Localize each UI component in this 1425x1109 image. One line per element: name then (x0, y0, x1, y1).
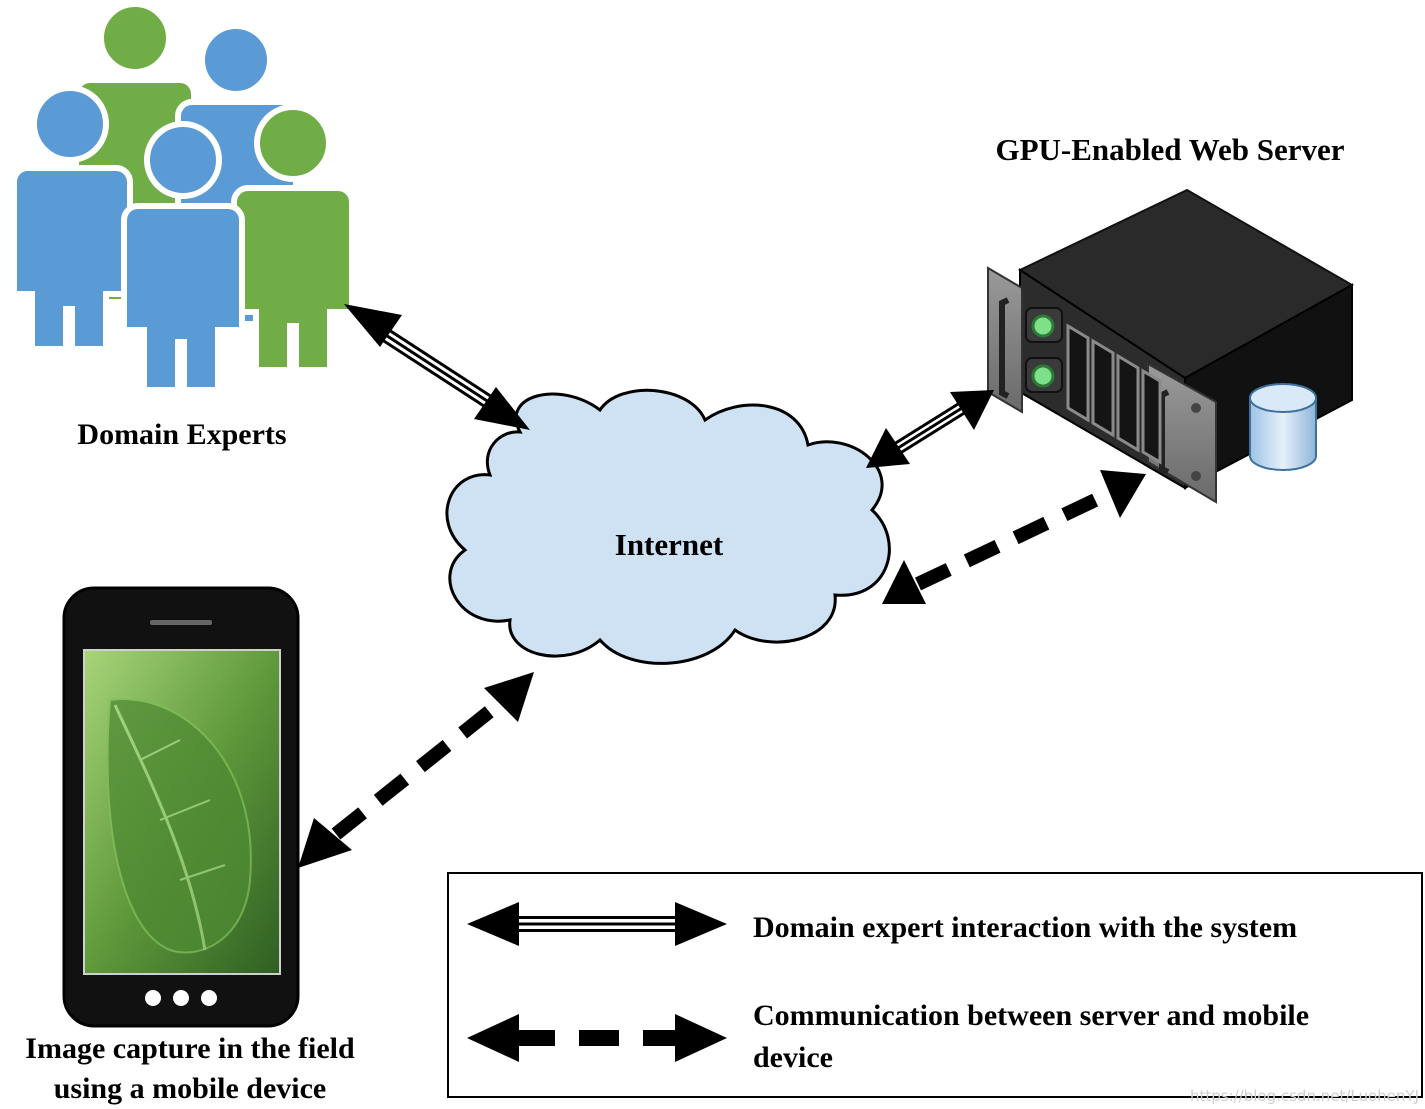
server-label: GPU-Enabled Web Server (995, 132, 1344, 167)
legend-dashed-arrow-icon (467, 1014, 727, 1062)
internet-cloud-icon (445, 388, 891, 665)
legend-symbols (467, 902, 727, 1062)
watermark: https://blog.csdn.net/LuohenYJ (1189, 1087, 1419, 1105)
mobile-label-line1: Image capture in the field (25, 1032, 355, 1065)
mobile-phone-icon (62, 586, 300, 1028)
internet-label: Internet (615, 527, 724, 562)
status-light-icon (1031, 364, 1055, 388)
experts-internet-arrow (344, 304, 530, 430)
status-light-icon (1031, 314, 1055, 338)
database-icon (1249, 383, 1317, 471)
legend-dashed-label-line2: device (753, 1041, 833, 1074)
internet-server-arrow (866, 390, 994, 468)
person-blue-front (121, 121, 245, 393)
mobile-internet-dashed-arrow (298, 672, 534, 868)
leaf-icon (106, 698, 252, 954)
server-icon (987, 188, 1355, 504)
domain-experts-label: Domain Experts (77, 418, 286, 451)
mobile-label-line2: using a mobile device (54, 1072, 327, 1105)
server-internet-dashed-arrow (882, 470, 1146, 604)
domain-experts-icon (10, 1, 355, 393)
legend-solid-arrow-icon (467, 902, 727, 946)
person-blue-left (10, 85, 133, 352)
drive-bays (1066, 323, 1162, 465)
legend-dashed-label-line1: Communication between server and mobile (753, 999, 1310, 1032)
legend: Domain expert interaction with the syste… (447, 872, 1423, 1098)
legend-solid-label: Domain expert interaction with the syste… (753, 911, 1298, 944)
person-green-right (231, 104, 355, 373)
